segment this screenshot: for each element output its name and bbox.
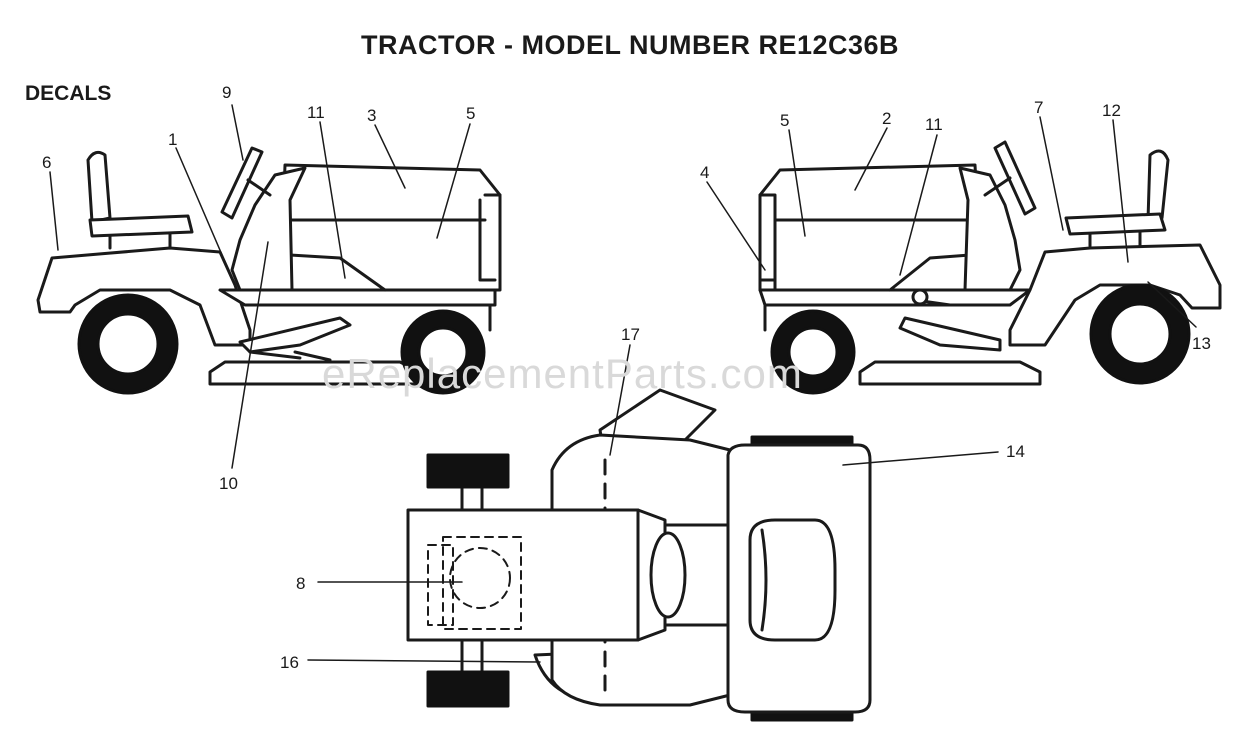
callout-13: 13 (1192, 334, 1211, 353)
callout-7: 7 (1034, 98, 1043, 117)
right-pedal (898, 316, 1002, 352)
callout-2: 2 (882, 109, 891, 128)
top-front-tire-lower (426, 670, 510, 708)
left-seat-base (88, 214, 194, 238)
callout-11-left: 11 (307, 103, 325, 122)
right-dash (958, 166, 1022, 292)
callout-4: 4 (700, 163, 709, 182)
leader-lines (49, 104, 1197, 663)
callout-5-right: 5 (780, 111, 789, 130)
right-steering-wheel (993, 140, 1037, 216)
top-hood-decal-outline (427, 544, 454, 626)
callout-9: 9 (222, 83, 231, 102)
callout-1: 1 (168, 130, 177, 149)
left-mower-deck (208, 360, 422, 386)
callout-11-right: 11 (925, 115, 943, 134)
top-seat (748, 518, 837, 642)
top-steering-column (649, 531, 687, 619)
callout-12: 12 (1102, 101, 1121, 120)
right-seat-back (1146, 149, 1170, 222)
left-seat-back (86, 150, 112, 224)
right-frame (758, 288, 1032, 307)
callout-10: 10 (219, 474, 238, 493)
right-seat-base (1064, 212, 1167, 236)
callout-17: 17 (621, 325, 640, 344)
left-dash (230, 166, 307, 292)
callout-3: 3 (367, 106, 376, 125)
right-hood (758, 163, 980, 292)
left-frame (218, 288, 497, 307)
page-title: TRACTOR - MODEL NUMBER RE12C36B (360, 30, 900, 60)
section-label: DECALS (25, 82, 112, 105)
callout-14: 14 (1006, 442, 1025, 461)
right-side-view (758, 140, 1222, 395)
top-view (406, 388, 872, 722)
callout-6: 6 (42, 153, 51, 172)
left-rear-fender (36, 246, 252, 347)
callout-5-left: 5 (466, 104, 475, 123)
top-hood (406, 508, 640, 642)
callout-16: 16 (280, 653, 299, 672)
top-front-tire-upper (426, 453, 510, 489)
callout-8: 8 (296, 574, 305, 593)
right-mower-deck (858, 360, 1042, 386)
left-side-view (36, 146, 502, 395)
left-hood (281, 163, 502, 292)
left-pedal (238, 316, 352, 354)
left-steering-wheel (220, 146, 264, 220)
